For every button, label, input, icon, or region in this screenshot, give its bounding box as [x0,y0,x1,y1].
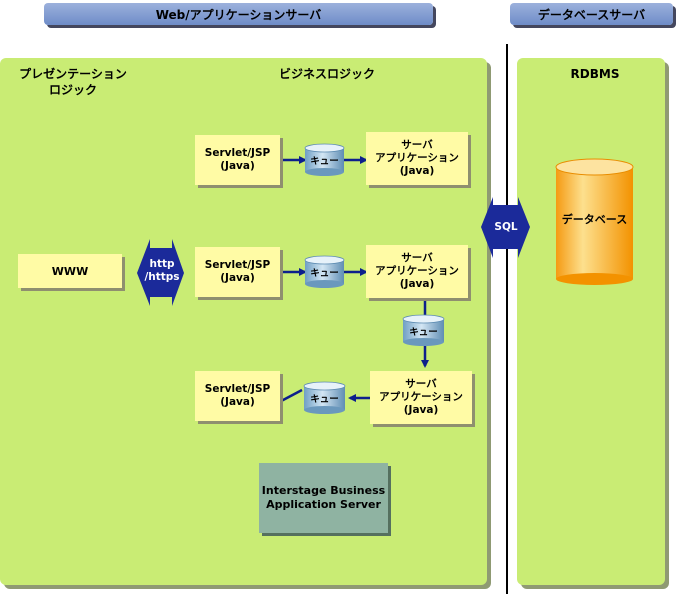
interstage-box: Interstage Business Application Server [259,463,388,533]
server-app-box-1-line3: (Java) [399,165,435,177]
server-app-box-2: サーバ アプリケーション (Java) [366,245,468,298]
queue-label-3: キュー [409,327,438,338]
http-label: http /https [143,258,181,284]
sql-arrow-icon [481,197,530,258]
server-app-box-3: サーバ アプリケーション (Java) [370,371,472,424]
database-cylinder [555,158,634,285]
servlet-jsp-box-2-line2: (Java) [220,272,255,284]
http-label-line2: /https [144,271,180,283]
interstage-line1: Interstage Business [261,484,386,497]
servlet-jsp-box-3-line2: (Java) [220,396,255,408]
rdbms-zone [517,58,665,585]
servlet-jsp-box-1-line1: Servlet/JSP [204,147,271,159]
queue-label-2: キュー [310,268,339,279]
database-label: データベース [561,213,628,226]
servlet-jsp-box-1: Servlet/JSP (Java) [195,135,280,185]
header-web-app-server: Web/アプリケーションサーバ [44,3,433,25]
queue-label-1: キュー [310,156,339,167]
server-app-box-3-line3: (Java) [403,404,439,416]
interstage-line2: Application Server [266,498,381,511]
presentation-logic-label: プレゼンテーション ロジック [8,66,138,98]
server-app-box-2-line2: アプリケーション [375,265,459,277]
presentation-logic-line1: プレゼンテーション [19,67,127,81]
server-app-box-2-line3: (Java) [399,278,435,290]
server-app-box-1: サーバ アプリケーション (Java) [366,132,468,185]
queue-cylinder-2 [304,255,345,288]
server-app-box-1-line2: アプリケーション [375,152,459,164]
servlet-jsp-box-1-line2: (Java) [220,160,255,172]
presentation-logic-line2: ロジック [48,83,97,97]
server-app-box-1-line1: サーバ [401,139,433,151]
servlet-jsp-box-2-line1: Servlet/JSP [204,259,271,271]
server-separator [506,44,508,594]
server-app-box-3-line2: アプリケーション [379,391,463,403]
http-label-line1: http [149,258,175,270]
server-app-box-2-line1: サーバ [401,252,433,264]
header-web-app-server-label: Web/アプリケーションサーバ [155,7,322,22]
http-arrow-icon [137,239,184,306]
servlet-jsp-box-2: Servlet/JSP (Java) [195,247,280,297]
business-logic-label: ビジネスロジック [278,67,375,81]
servlet-jsp-box-3-line1: Servlet/JSP [204,383,271,395]
www-label: WWW [51,264,89,278]
header-db-server: データベースサーバ [510,3,673,25]
www-box: WWW [18,254,122,288]
servlet-jsp-box-3: Servlet/JSP (Java) [195,371,280,421]
queue-cylinder-3 [402,314,445,346]
queue-cylinder-4 [303,381,346,414]
server-app-box-3-line1: サーバ [405,378,437,390]
header-db-server-label: データベースサーバ [537,7,646,22]
queue-label-4: キュー [310,394,339,405]
rdbms-label: RDBMS [570,67,620,81]
queue-cylinder-1 [304,143,345,176]
sql-label: SQL [494,221,518,233]
